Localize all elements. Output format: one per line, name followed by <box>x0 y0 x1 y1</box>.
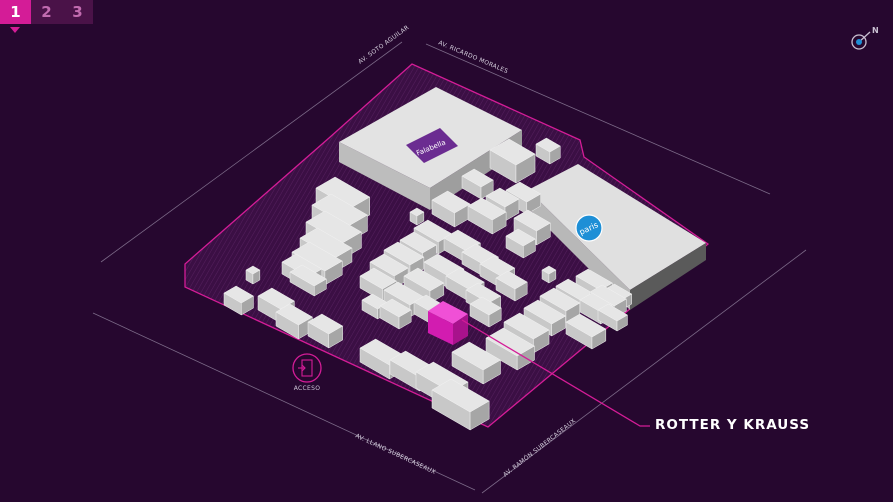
selected-store-block[interactable] <box>428 301 468 345</box>
floor-tab-3[interactable]: 3 <box>72 3 83 21</box>
store-block[interactable] <box>597 303 628 332</box>
store-block[interactable] <box>307 313 344 349</box>
selected-store-label[interactable]: ROTTER Y KRAUSS <box>655 417 811 433</box>
floor-selector: 1 2 3 <box>0 0 93 24</box>
store-block[interactable] <box>489 138 536 184</box>
store-block[interactable] <box>409 207 425 226</box>
store-block[interactable] <box>541 265 557 284</box>
store-block[interactable] <box>565 313 607 350</box>
paris-logo-icon[interactable]: paris <box>575 214 603 242</box>
street-label-ramon-subercaseaux: AV. RAMÓN SUBERCASEAUX <box>502 417 577 478</box>
falabella-logo-icon[interactable]: Falabella <box>406 128 458 163</box>
street-label-soto-aguilar: AV. SOTO AGUILAR <box>357 24 411 66</box>
store-block[interactable] <box>495 270 528 302</box>
store-block[interactable] <box>451 341 501 385</box>
store-blocks <box>223 137 633 431</box>
street-label-llano-subercaseaux: AV. LLANO SUBERCASEAUX <box>354 432 437 476</box>
street-label-ricardo-morales: AV. RICARDO MORALES <box>437 39 509 75</box>
store-block[interactable] <box>467 197 507 235</box>
store-block[interactable] <box>289 264 327 297</box>
store-block[interactable] <box>431 378 490 431</box>
floor-tab-1[interactable]: 1 <box>0 0 31 24</box>
store-block[interactable] <box>505 228 536 259</box>
store-block[interactable] <box>379 298 412 330</box>
entrance-label: ACCESO <box>293 385 321 392</box>
store-block[interactable] <box>223 285 254 316</box>
floor-tab-2[interactable]: 2 <box>41 3 52 21</box>
street-lines <box>92 41 807 494</box>
store-block[interactable] <box>431 190 471 228</box>
store-block[interactable] <box>535 137 561 165</box>
door-entrance-icon[interactable] <box>292 353 322 383</box>
compass-north-icon[interactable] <box>849 27 881 53</box>
store-leader-line <box>461 319 650 427</box>
compass-label: N <box>872 26 879 35</box>
active-floor-indicator <box>10 27 20 33</box>
store-block[interactable] <box>245 265 261 285</box>
store-block[interactable] <box>469 296 502 328</box>
